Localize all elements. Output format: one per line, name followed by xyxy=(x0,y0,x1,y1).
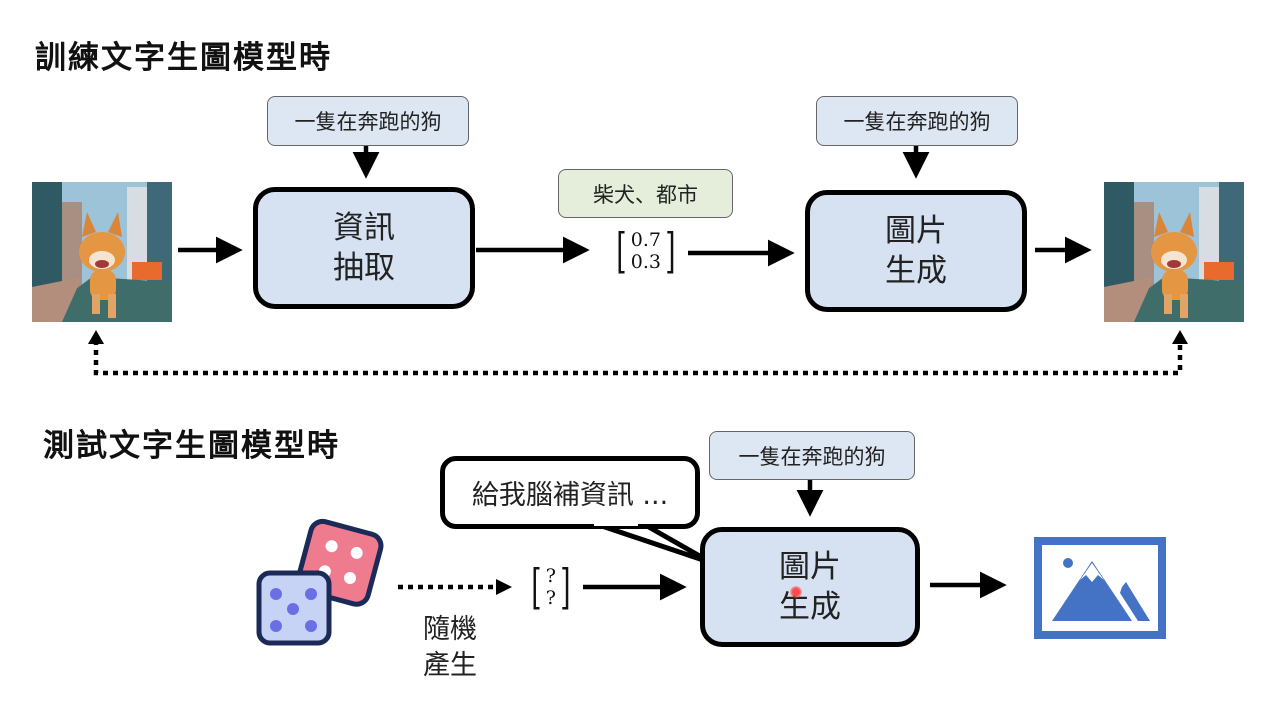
vector-value-1: ? xyxy=(545,565,556,587)
cursor-indicator xyxy=(790,586,802,598)
random-generation-label: 隨機 產生 xyxy=(410,612,490,684)
left-bracket: [ xyxy=(531,559,542,615)
vector-value-2: ? xyxy=(545,587,556,609)
output-dog-photo xyxy=(1104,182,1244,322)
right-bracket: ] xyxy=(665,223,676,279)
random-label-line1: 隨機 xyxy=(423,614,477,645)
unknown-vector: [ ? ? ] xyxy=(527,560,575,614)
testing-heading: 測試文字生圖模型時 xyxy=(43,428,340,464)
feedback-arrowhead-right xyxy=(1172,330,1188,344)
training-prompt-extractor: 一隻在奔跑的狗 xyxy=(267,96,469,146)
training-heading: 訓練文字生圖模型時 xyxy=(35,40,332,76)
image-placeholder-icon xyxy=(1034,537,1166,639)
extracted-info-tag: 柴犬、都市 xyxy=(558,169,733,218)
module-label-line2: 抽取 xyxy=(333,250,395,286)
feedback-arrowhead-left xyxy=(88,330,104,344)
vector-value-2: 0.3 xyxy=(630,251,661,273)
vector-value-1: 0.7 xyxy=(630,229,661,251)
module-label-line2: 生成 xyxy=(885,253,947,289)
info-extraction-module: 資訊 抽取 xyxy=(253,187,475,309)
module-label-line1: 圖片 xyxy=(779,549,841,585)
training-prompt-generator: 一隻在奔跑的狗 xyxy=(816,96,1018,146)
latent-vector: [ 0.7 0.3 ] xyxy=(612,224,680,278)
image-generation-module: 圖片 生成 xyxy=(805,190,1027,312)
test-image-generation-module: 圖片 生成 xyxy=(700,527,920,647)
input-dog-photo xyxy=(32,182,172,322)
left-bracket: [ xyxy=(616,223,627,279)
module-label-line2: 生成 xyxy=(779,589,841,625)
module-label-line1: 圖片 xyxy=(885,213,947,249)
dice-icon xyxy=(255,515,390,650)
random-label-line2: 產生 xyxy=(423,650,477,681)
arrowhead-random-to-vector xyxy=(496,579,512,595)
dotted-feedback-loop xyxy=(93,340,1183,376)
right-bracket: ] xyxy=(560,559,571,615)
testing-prompt: 一隻在奔跑的狗 xyxy=(709,431,915,480)
speech-bubble: 給我腦補資訊 ... xyxy=(440,456,700,529)
module-label-line1: 資訊 xyxy=(333,210,395,246)
